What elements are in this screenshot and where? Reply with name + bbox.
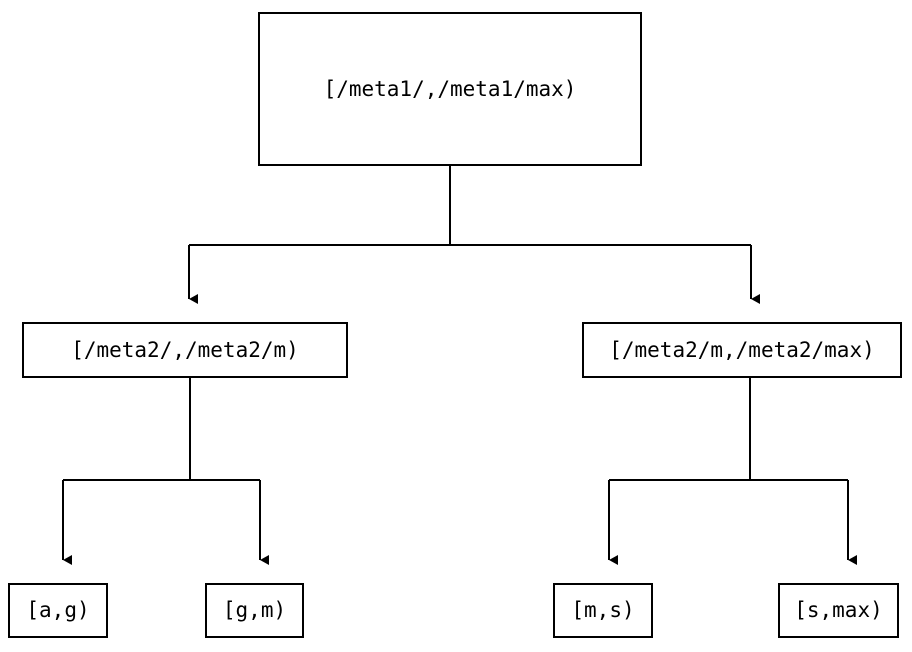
tree-node-right-mid-label: [/meta2/m,/meta2/max) [609,337,875,362]
tree-node-leaf-gm-label: [g,m) [222,598,287,622]
tree-node-leaf-smax[interactable]: [s,max) [778,583,899,638]
edge-left-mid-to-leaves [62,378,269,565]
tree-node-left-mid-label: [/meta2/,/meta2/m) [71,337,299,362]
edge-root-to-level2 [188,166,760,304]
tree-node-left-mid[interactable]: [/meta2/,/meta2/m) [22,322,348,378]
edge-right-mid-to-leaves [608,378,857,565]
tree-node-leaf-ag-label: [a,g) [26,598,90,622]
tree-node-leaf-gm[interactable]: [g,m) [205,583,304,638]
tree-node-right-mid[interactable]: [/meta2/m,/meta2/max) [582,322,902,378]
tree-node-root-label: [/meta1/,/meta1/max) [323,76,577,101]
tree-node-leaf-ms-label: [m,s) [571,598,635,622]
tree-node-leaf-smax-label: [s,max) [794,598,883,622]
tree-node-root[interactable]: [/meta1/,/meta1/max) [258,12,642,166]
tree-node-leaf-ag[interactable]: [a,g) [8,583,108,638]
tree-node-leaf-ms[interactable]: [m,s) [553,583,653,638]
